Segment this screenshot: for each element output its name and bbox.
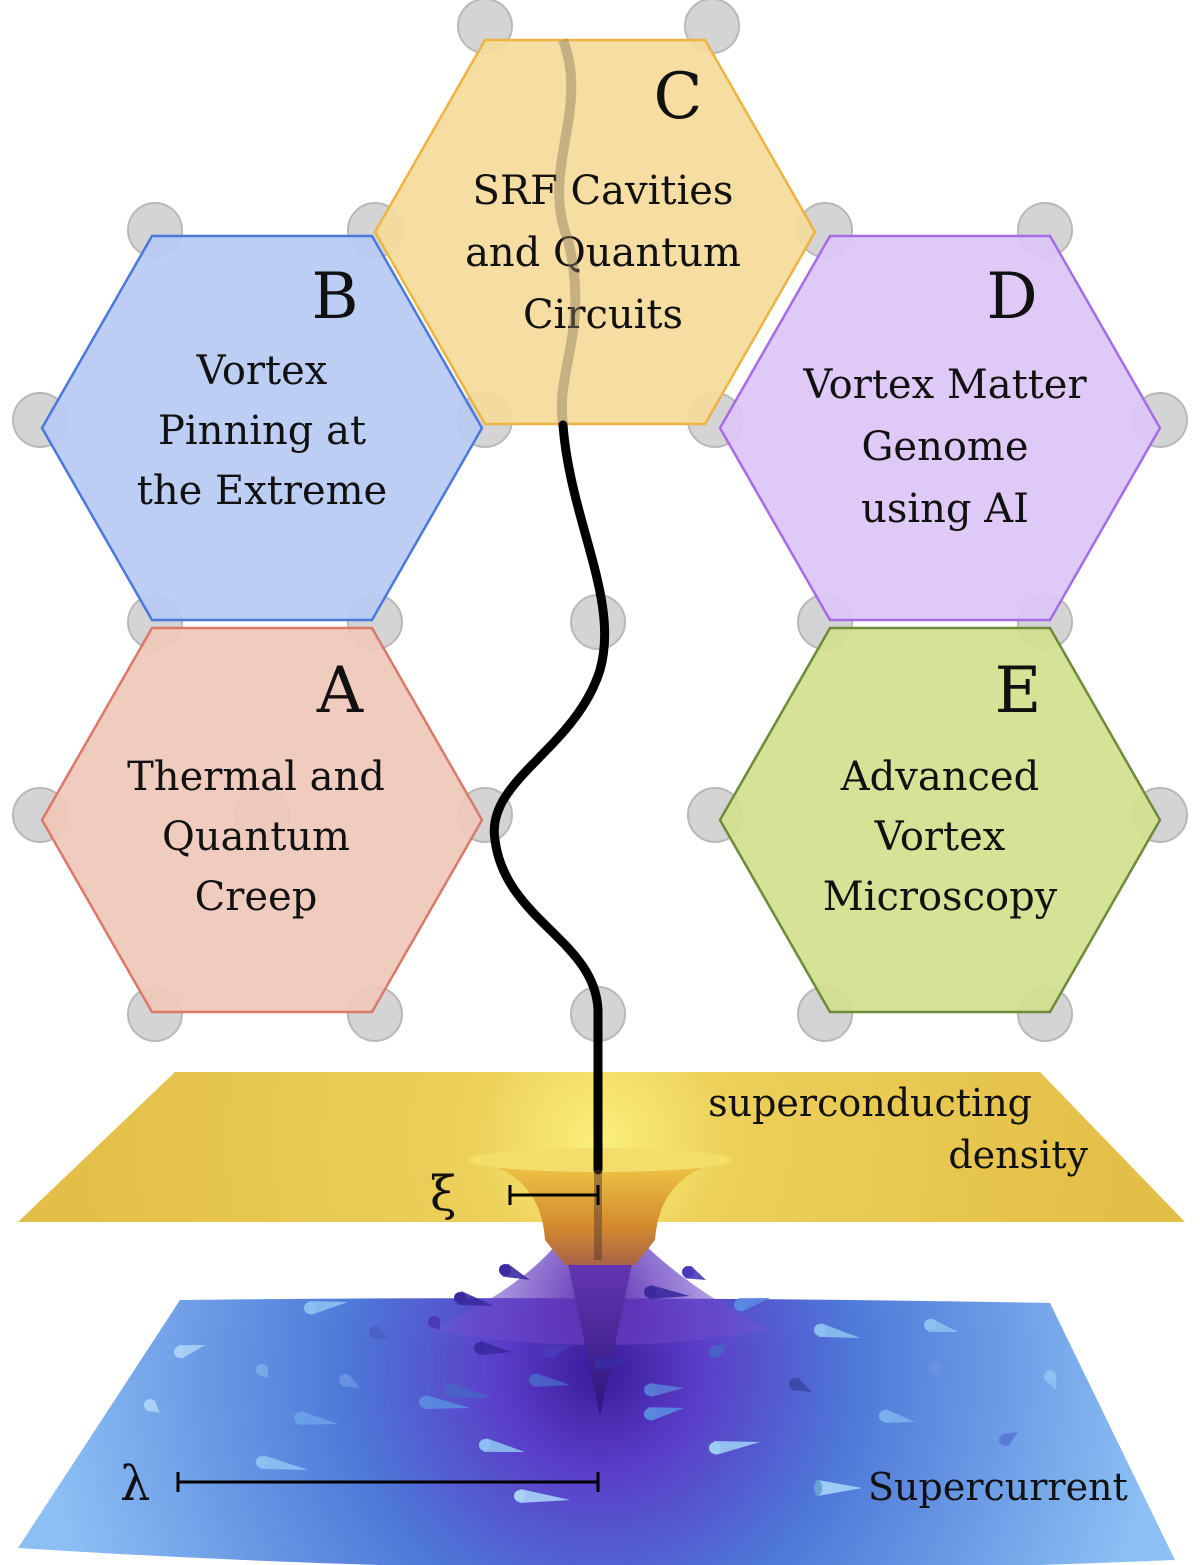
supercurrent-arrow — [709, 1441, 760, 1455]
module-title-line: Vortex Matter — [802, 362, 1087, 408]
supercurrent-arrows — [144, 1263, 1057, 1503]
module-letter: E — [995, 654, 1042, 728]
vortex-spike — [565, 1250, 635, 1415]
hexagon-shape — [373, 38, 817, 426]
module-title-line: Genome — [861, 424, 1028, 470]
module-title-line: using AI — [861, 486, 1029, 532]
module-title-line: Thermal and — [127, 754, 385, 800]
supercurrent-arrow — [454, 1291, 494, 1306]
supercurrent-arrow — [789, 1377, 812, 1392]
supercurrent-arrow — [529, 1373, 570, 1387]
hexagon-shape — [40, 626, 484, 1014]
hexagon-shape — [718, 626, 1162, 1014]
supercurrent-legend-cone — [814, 1480, 862, 1496]
supercurrent-label: Supercurrent — [868, 1465, 1128, 1509]
module-title-line: Creep — [195, 874, 318, 920]
supercurrent-arrow — [428, 1316, 440, 1330]
supercurrent-arrow — [594, 1357, 632, 1371]
supercurrent-arrow — [514, 1489, 570, 1503]
supercurrent-arrow — [339, 1373, 360, 1388]
supercurrent-arrow — [682, 1265, 706, 1280]
supercurrent-arrow — [644, 1407, 684, 1421]
module-letter: D — [986, 260, 1037, 334]
supercurrent-arrow — [879, 1409, 915, 1423]
supercurrent-arrow — [929, 1362, 941, 1376]
module-letter: C — [654, 60, 703, 134]
supercurrent-arrow — [734, 1298, 770, 1312]
supercurrent-arrow — [174, 1345, 205, 1359]
lambda-symbol: λ — [120, 1456, 150, 1512]
module-title-line: Quantum — [162, 814, 350, 860]
superconducting-label-line1: superconducting — [708, 1081, 1032, 1125]
module-title-line: Vortex — [874, 814, 1006, 860]
supercurrent-arrow — [474, 1341, 512, 1355]
supercurrent-arrow — [369, 1325, 390, 1340]
supercurrent-arrow — [256, 1455, 308, 1470]
supercurrent-arrow — [924, 1318, 958, 1332]
supercurrent-arrow — [304, 1301, 348, 1315]
superconducting-label-line2: density — [948, 1133, 1088, 1177]
module-title-line: and Quantum — [465, 230, 741, 276]
supercurrent-arrow — [294, 1411, 338, 1425]
supercurrent-arrow — [256, 1364, 268, 1378]
vortex-line-faint — [554, 38, 581, 426]
supercurrent-plane — [18, 1298, 1175, 1565]
module-title-line: Pinning at — [158, 408, 366, 454]
module-title-line: Vortex — [196, 348, 328, 394]
xi-scale-bar — [508, 1185, 600, 1205]
supercurrent-arrow — [644, 1383, 684, 1397]
pinning-sites — [12, 0, 1188, 1042]
supercurrent-arrow — [999, 1432, 1018, 1446]
supercurrent-arrow — [419, 1395, 470, 1409]
module-title-line: the Extreme — [137, 468, 387, 514]
supercurrent-arrow — [499, 1263, 530, 1280]
module-letter: A — [316, 654, 364, 728]
supercurrent-arrow — [479, 1438, 525, 1452]
lambda-scale-bar — [176, 1472, 600, 1492]
supercurrent-arrow — [542, 1345, 572, 1359]
vortex-line — [489, 420, 610, 1175]
module-title-line: Circuits — [523, 292, 683, 338]
module-title-line: Advanced — [840, 754, 1039, 800]
supercurrent-arrow — [644, 1285, 690, 1299]
module-title-line: Microscopy — [823, 874, 1058, 920]
supercurrent-arrow — [814, 1323, 860, 1338]
hexagon-shape — [718, 234, 1162, 622]
supercurrent-arrow — [709, 1344, 728, 1358]
supercurrent-arrow — [1043, 1370, 1057, 1390]
module-title-line: SRF Cavities — [473, 168, 734, 214]
hexagon-shape — [40, 234, 484, 622]
module-letter: B — [311, 260, 358, 334]
supercurrent-arrow — [144, 1399, 160, 1413]
xi-symbol: ξ — [430, 1166, 456, 1222]
supercurrent-arrow — [444, 1383, 492, 1398]
